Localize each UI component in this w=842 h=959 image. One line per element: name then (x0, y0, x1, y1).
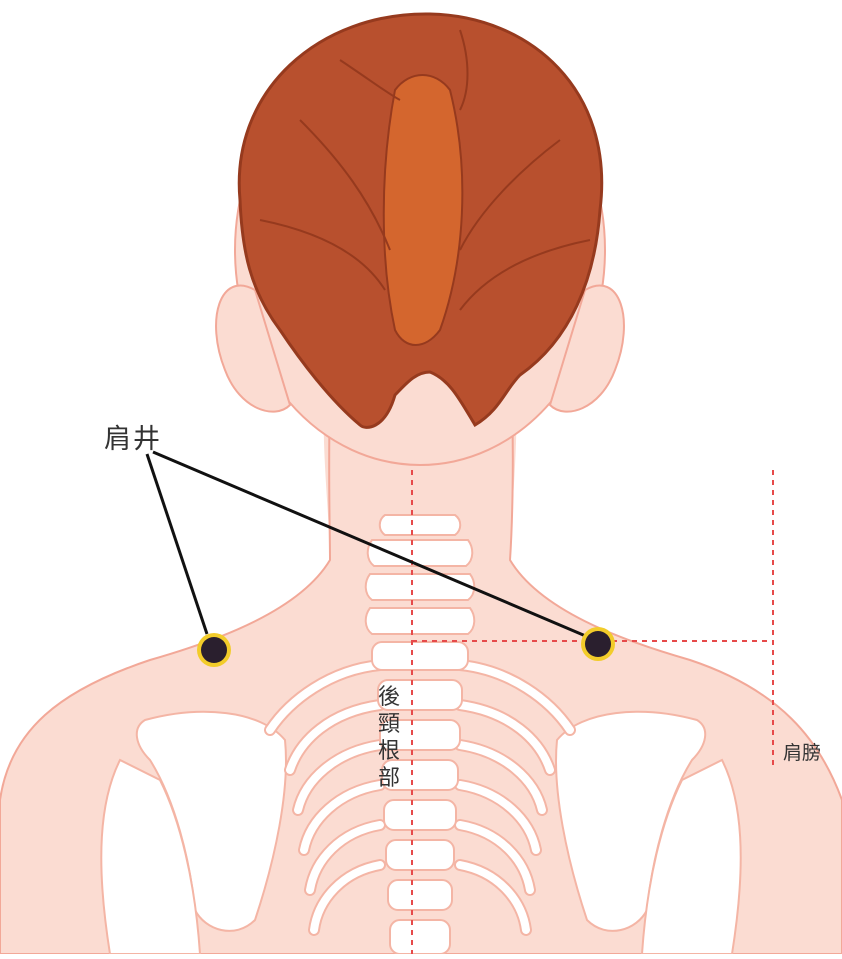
acupoint-dot-icon (581, 627, 615, 661)
neck-base-label: 後頸根部 (373, 684, 405, 792)
acupoint-dot-icon (197, 633, 231, 667)
cervical-spine (366, 515, 475, 634)
shoulder-label: 肩膀 (783, 738, 821, 765)
acupoint-label: 肩井 (104, 417, 162, 456)
